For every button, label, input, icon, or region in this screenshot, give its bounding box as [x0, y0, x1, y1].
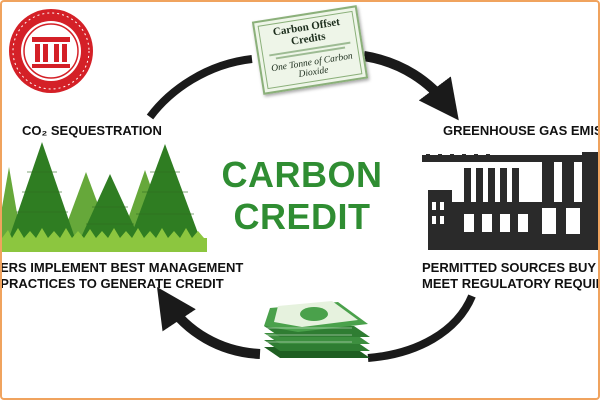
grass-icon: [2, 238, 207, 252]
label-permitted-sources-line1: PERMITTED SOURCES BUY CRED: [422, 260, 598, 275]
label-best-practices: TERS IMPLEMENT BEST MANAGEMENT PRACTICES…: [0, 260, 244, 292]
diagram-title: CARBON CREDIT: [221, 154, 383, 237]
tree-icon: [7, 142, 77, 244]
label-permitted-sources-line2: MEET REGULATORY REQUIREME: [422, 276, 598, 291]
label-sequestration: CO₂ SEQUESTRATION: [22, 123, 162, 138]
arrow-top-right-icon: [363, 51, 459, 121]
label-emissions: GREENHOUSE GAS EMISSION: [443, 123, 600, 138]
label-best-practices-line1: TERS IMPLEMENT BEST MANAGEMENT: [0, 260, 244, 275]
label-best-practices-line2: PRACTICES TO GENERATE CREDIT: [0, 276, 224, 291]
tree-icon: [78, 174, 142, 244]
arrow-bottom-left-icon: [157, 287, 261, 359]
arrow-top-left-icon: [146, 55, 253, 120]
logo-seal-icon: [9, 9, 93, 93]
arrow-bottom-right-icon: [367, 294, 476, 362]
label-permitted-sources: PERMITTED SOURCES BUY CRED MEET REGULATO…: [422, 260, 598, 292]
tree-icon: [128, 144, 202, 244]
